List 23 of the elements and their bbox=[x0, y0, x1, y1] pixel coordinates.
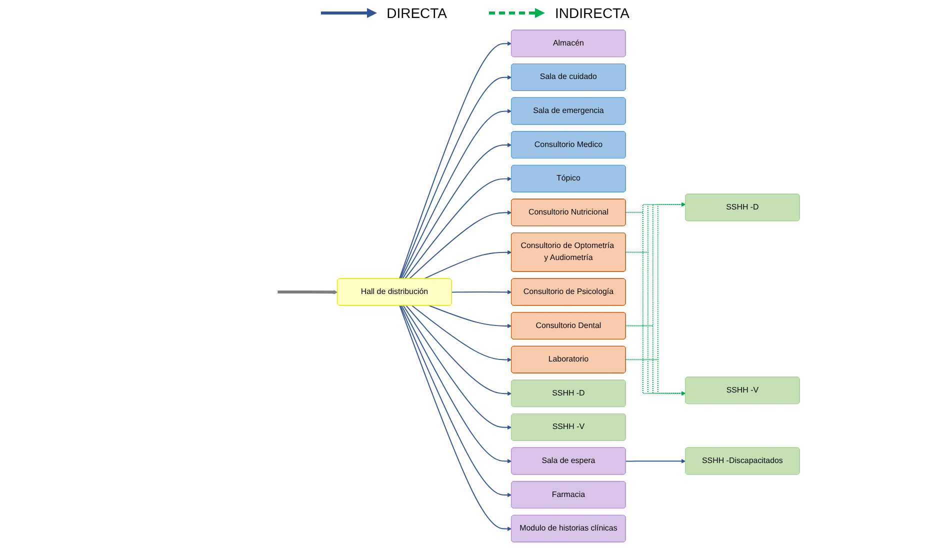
arrow bbox=[401, 305, 512, 464]
arrow bbox=[400, 305, 512, 498]
arrow bbox=[428, 305, 512, 328]
arrow bbox=[625, 212, 686, 396]
legend-text: DIRECTA bbox=[386, 5, 447, 21]
arrow bbox=[625, 459, 686, 464]
arrow bbox=[398, 41, 512, 280]
arrow bbox=[404, 176, 512, 280]
arrow bbox=[451, 290, 512, 294]
arrow bbox=[400, 109, 512, 280]
arrow bbox=[402, 305, 512, 430]
arrow bbox=[402, 142, 512, 280]
arrow bbox=[400, 75, 512, 280]
arrow bbox=[408, 210, 512, 280]
arrow bbox=[278, 290, 338, 294]
arrow bbox=[625, 325, 686, 396]
arrow bbox=[625, 252, 686, 396]
arrow bbox=[625, 359, 686, 396]
legend-text: INDIRECTA bbox=[555, 5, 630, 21]
arrow bbox=[399, 305, 512, 531]
arrow bbox=[406, 305, 512, 396]
arrow bbox=[424, 250, 512, 280]
arrow bbox=[411, 305, 512, 362]
